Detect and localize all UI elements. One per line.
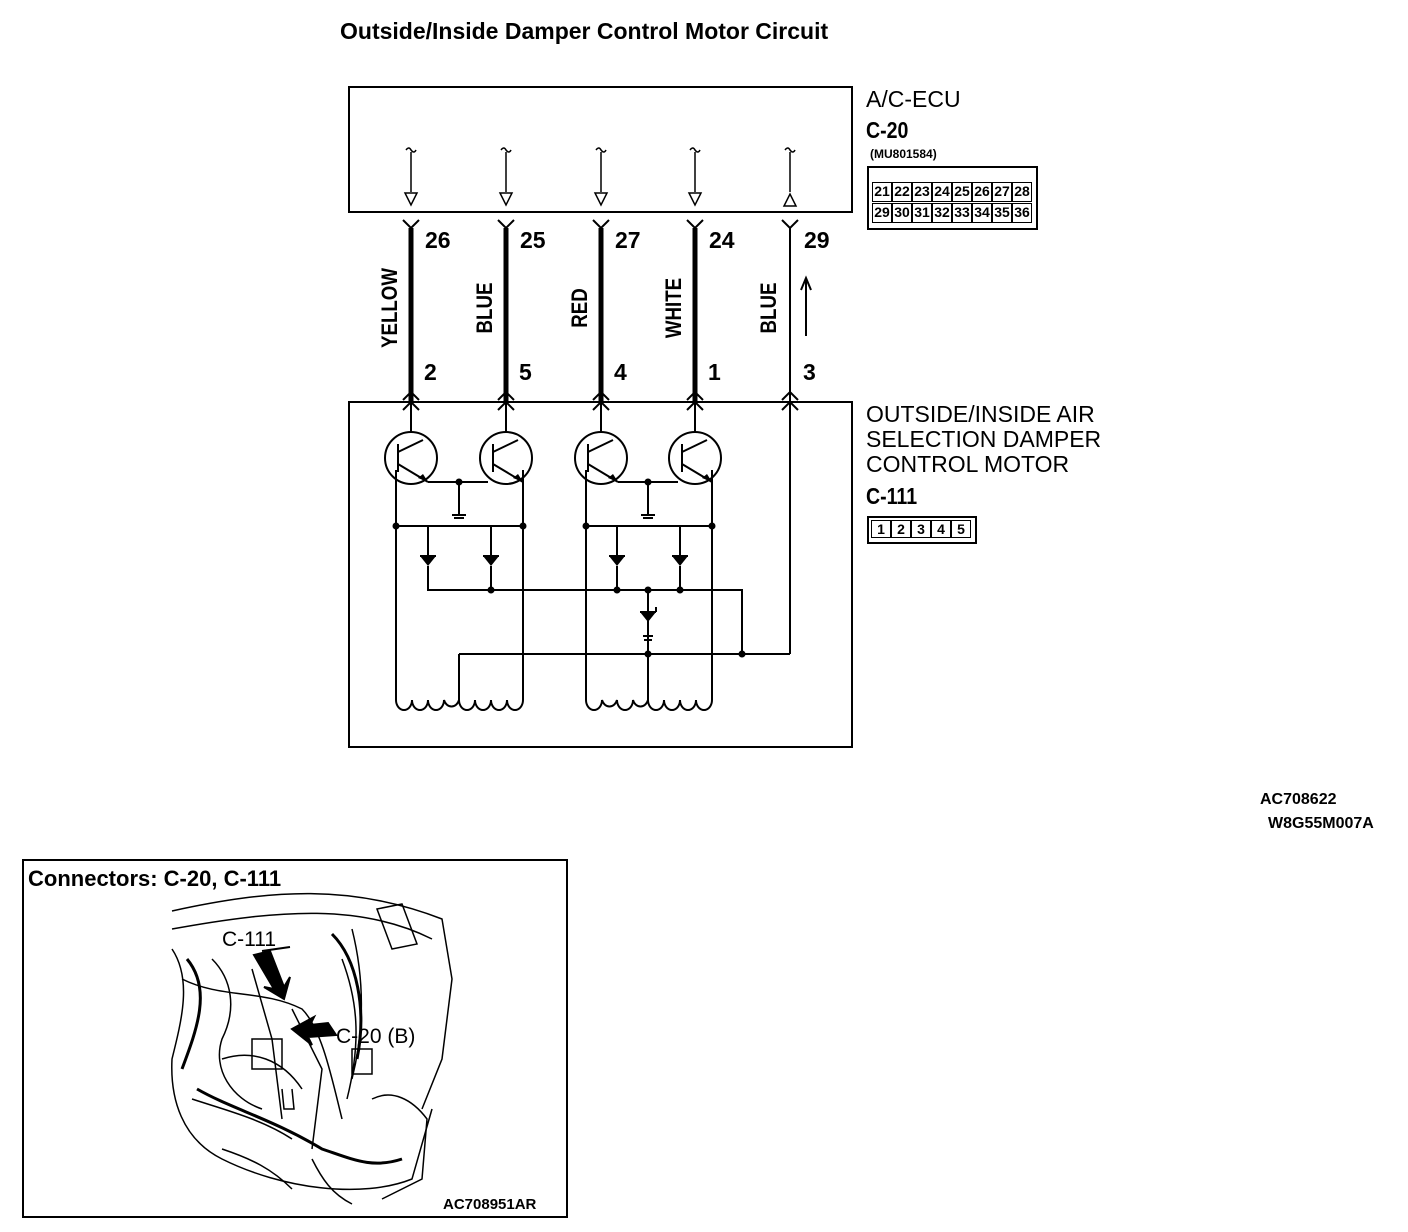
diagram-title: Outside/Inside Damper Control Motor Circ… [340,18,829,44]
ecu-terminal [497,219,515,230]
dashboard-illustration [171,892,453,1205]
motor-name-line-2: SELECTION DAMPER [866,426,1102,452]
motor-pin-3: 3 [803,359,816,385]
location-label-c20: C-20 (B) [336,1025,416,1048]
ecu-pin-24: 24 [709,227,735,253]
ecu-output-arrow [687,192,703,207]
ecu-lead [689,147,701,192]
ecu-pin-cell: 31 [912,203,932,223]
ecu-terminal [402,219,420,230]
transistor-1 [384,431,438,485]
ecu-pin-26: 26 [425,227,451,253]
ecu-pin-25: 25 [520,227,546,253]
wire-color-label: BLUE [758,283,782,334]
motor-pin-2: 2 [424,359,437,385]
motor-pin-cell: 3 [911,520,931,538]
ecu-box [348,86,853,213]
ecu-connector-id: C-20 [866,117,909,143]
wire-color-label: WHITE [663,278,687,338]
transistor-4 [668,431,722,485]
ecu-input-arrow [782,192,798,207]
ecu-terminal [592,219,610,230]
diagram-ref: AC708622 [1260,791,1337,808]
ecu-pin-cell: 36 [1012,203,1032,223]
ecu-pin-cell: 25 [952,182,972,202]
ecu-lead [405,147,417,192]
location-inset [22,859,568,1218]
motor-pin-4: 4 [614,359,627,385]
ecu-lead [595,147,607,192]
motor-name-line-1: OUTSIDE/INSIDE AIR [866,401,1095,427]
motor-pin-1: 1 [708,359,721,385]
motor-pin-cell: 5 [951,520,971,538]
motor-name-line-3: CONTROL MOTOR [866,451,1070,477]
ecu-pin-cell: 33 [952,203,972,223]
ecu-pin-cell: 32 [932,203,952,223]
ecu-pin-cell: 30 [892,203,912,223]
wire-color-label: YELLOW [379,267,403,348]
ecu-part-number: (MU801584) [870,147,937,161]
transistor-2 [479,431,533,485]
motor-pin-cell: 1 [871,520,891,538]
ecu-terminal [686,219,704,230]
motor-pin-5: 5 [519,359,532,385]
ecu-pin-cell: 28 [1012,182,1032,202]
location-ref: AC708951AR [443,1196,537,1213]
motor-box [348,401,853,748]
ecu-terminal [781,219,799,230]
wire-layer: 26 2 YELLOW 25 5 BLUE 27 4 RED 24 1 WHITE 29 3 BLUE [379,147,830,654]
ecu-pin-cell: 21 [872,182,892,202]
ecu-pin-cell: 23 [912,182,932,202]
wire-color-label: RED [569,288,593,327]
ecu-pin-29: 29 [804,227,830,253]
ecu-pin-cell: 29 [872,203,892,223]
transistor-3 [574,431,628,485]
motor-pin-cell: 4 [931,520,951,538]
ecu-pin-cell: 24 [932,182,952,202]
ecu-name: A/C-ECU [866,86,961,112]
location-title: Connectors: C-20, C-111 [28,866,285,892]
ecu-pin-cell: 26 [972,182,992,202]
ecu-output-arrow [593,192,609,207]
ecu-pin-cell: 27 [992,182,1012,202]
location-label-c111: C-111 [222,928,277,951]
coil-a [395,699,524,711]
current-arrow [800,275,812,336]
doc-ref: W8G55M007A [1268,815,1374,832]
wire-color-label: BLUE [474,283,498,334]
coil-b [585,699,713,711]
ecu-pin-27: 27 [615,227,641,253]
ecu-output-arrow [403,192,419,207]
ecu-output-arrow [498,192,514,207]
ecu-pin-cell: 34 [972,203,992,223]
motor-connector-id: C-111 [866,483,918,509]
motor-internals [384,404,790,711]
ecu-lead [784,147,796,192]
ecu-pin-cell: 22 [892,182,912,202]
motor-pin-cell: 2 [891,520,911,538]
ecu-lead [500,147,512,192]
ecu-pin-cell: 35 [992,203,1012,223]
